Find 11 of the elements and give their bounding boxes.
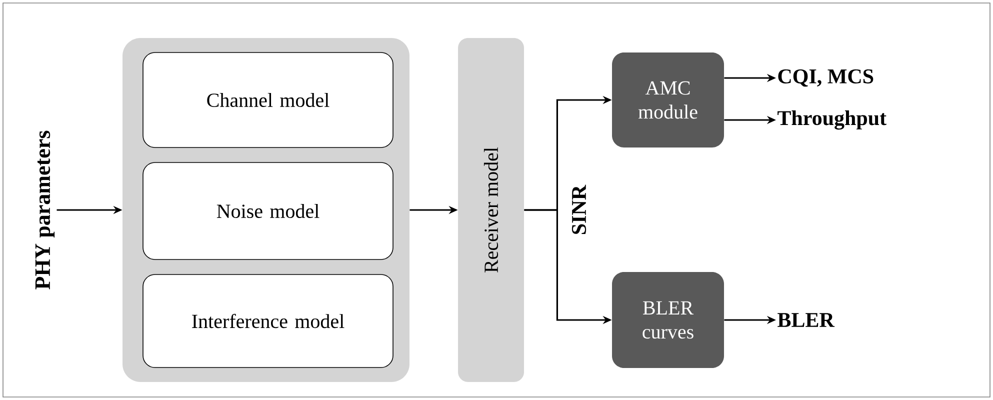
rotated-label: PHY parameters bbox=[35, 130, 55, 290]
module-box: AMC module bbox=[612, 52, 724, 148]
receiver-band: Receiver model bbox=[458, 38, 524, 382]
module-box: BLER curves bbox=[612, 272, 724, 368]
output-label: BLER bbox=[778, 313, 835, 327]
output-label: CQI, MCS bbox=[778, 69, 874, 87]
model-box: Noise model bbox=[142, 162, 394, 260]
output-label: Throughput bbox=[778, 110, 886, 130]
model-box: Interference model bbox=[142, 274, 394, 368]
model-box: Channel model bbox=[142, 52, 394, 148]
edge-label: SINR bbox=[570, 184, 588, 236]
